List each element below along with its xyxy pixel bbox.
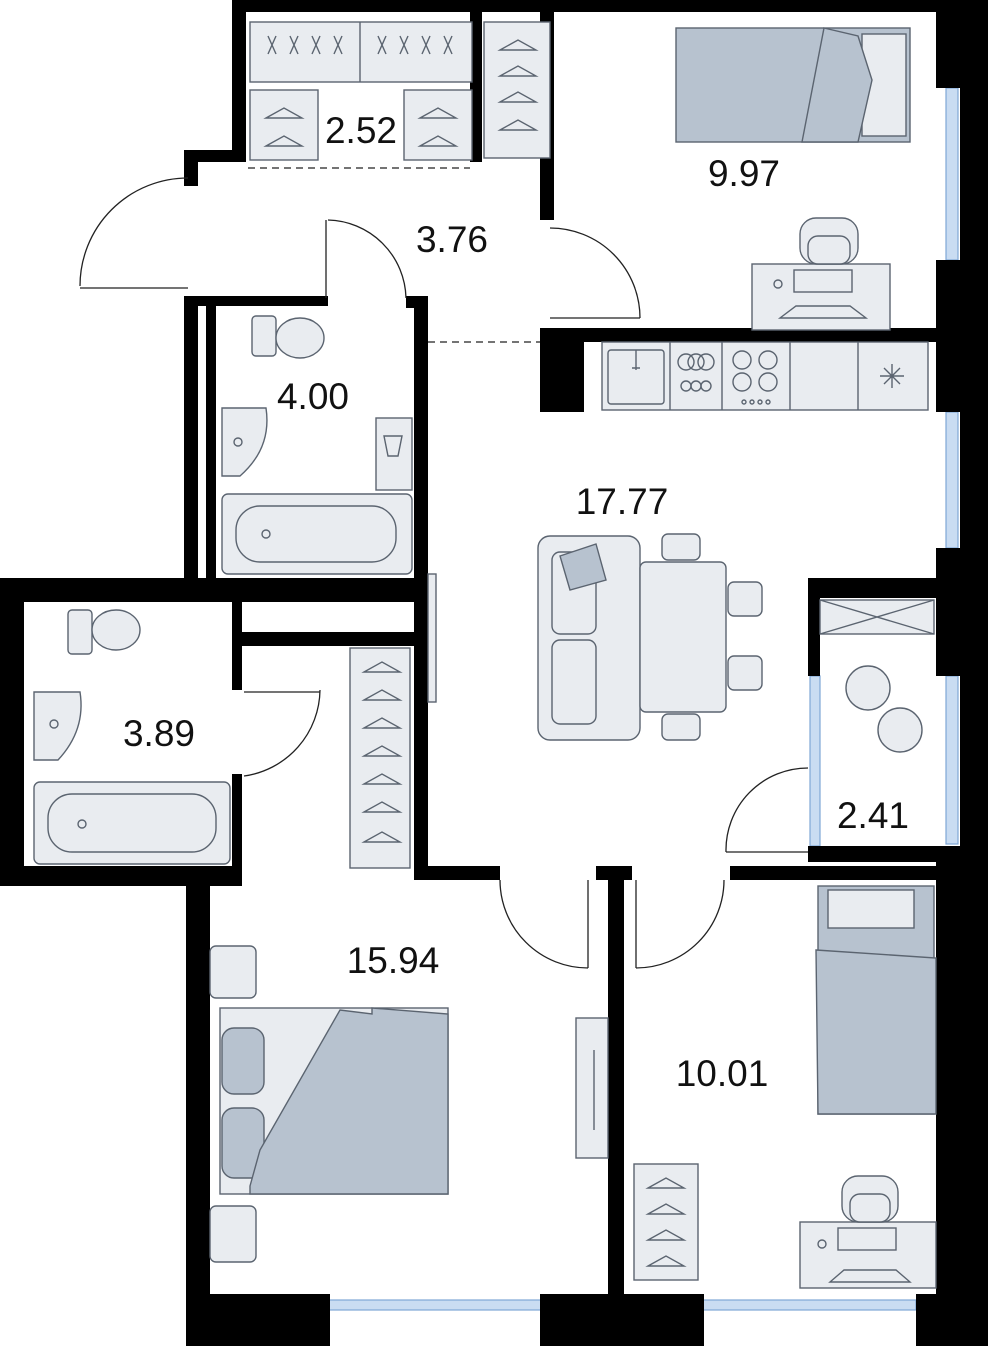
room-area-bathroom-2: 3.89: [123, 713, 195, 754]
hanger-icon: [361, 661, 403, 843]
chair-icon: [799, 217, 859, 265]
doors: [79, 167, 809, 969]
chair-icon: [661, 533, 763, 741]
room-area-bathroom-1: 4.00: [277, 376, 349, 417]
sink-icon: [33, 691, 82, 761]
hanger-icon: [263, 35, 539, 147]
fridge-icon: [880, 364, 904, 388]
wardrobe-icon: [249, 21, 551, 161]
sink-icon: [221, 407, 268, 477]
tv-icon: [575, 1017, 609, 1159]
room-area-walk-in-closet: 2.52: [325, 110, 397, 151]
bathtub-icon: [221, 493, 413, 575]
balcony-furniture: [819, 599, 935, 753]
tv-icon: [427, 573, 437, 703]
washing-machine-icon: [375, 417, 413, 491]
chair-icon: [841, 1175, 899, 1223]
bed-icon: [815, 885, 937, 1115]
room-area-kitchen-living: 17.77: [576, 481, 669, 522]
room-area-bedroom-top: 9.97: [708, 153, 780, 194]
sofa-icon: [537, 535, 641, 741]
room-area-balcony: 2.41: [837, 795, 909, 836]
room-area-master-bedroom: 15.94: [347, 940, 440, 981]
desk-icon: [751, 263, 891, 331]
bathtub-icon: [33, 781, 231, 865]
wardrobe-icon: [633, 1163, 699, 1281]
stove-icon: [732, 350, 778, 405]
wardrobe-icon: [349, 647, 411, 869]
desk-icon: [799, 1221, 937, 1289]
room-area-hallway: 3.76: [416, 219, 488, 260]
toilet-icon: [67, 609, 141, 655]
bed-icon: [675, 27, 911, 143]
toilet-icon: [251, 315, 325, 359]
bed-icon: [209, 945, 449, 1263]
kitchen-counter: [601, 341, 929, 411]
hanger-icon: [645, 1177, 687, 1267]
room-area-bedroom-bottom: 10.01: [676, 1053, 769, 1094]
dining-table-icon: [639, 561, 727, 713]
